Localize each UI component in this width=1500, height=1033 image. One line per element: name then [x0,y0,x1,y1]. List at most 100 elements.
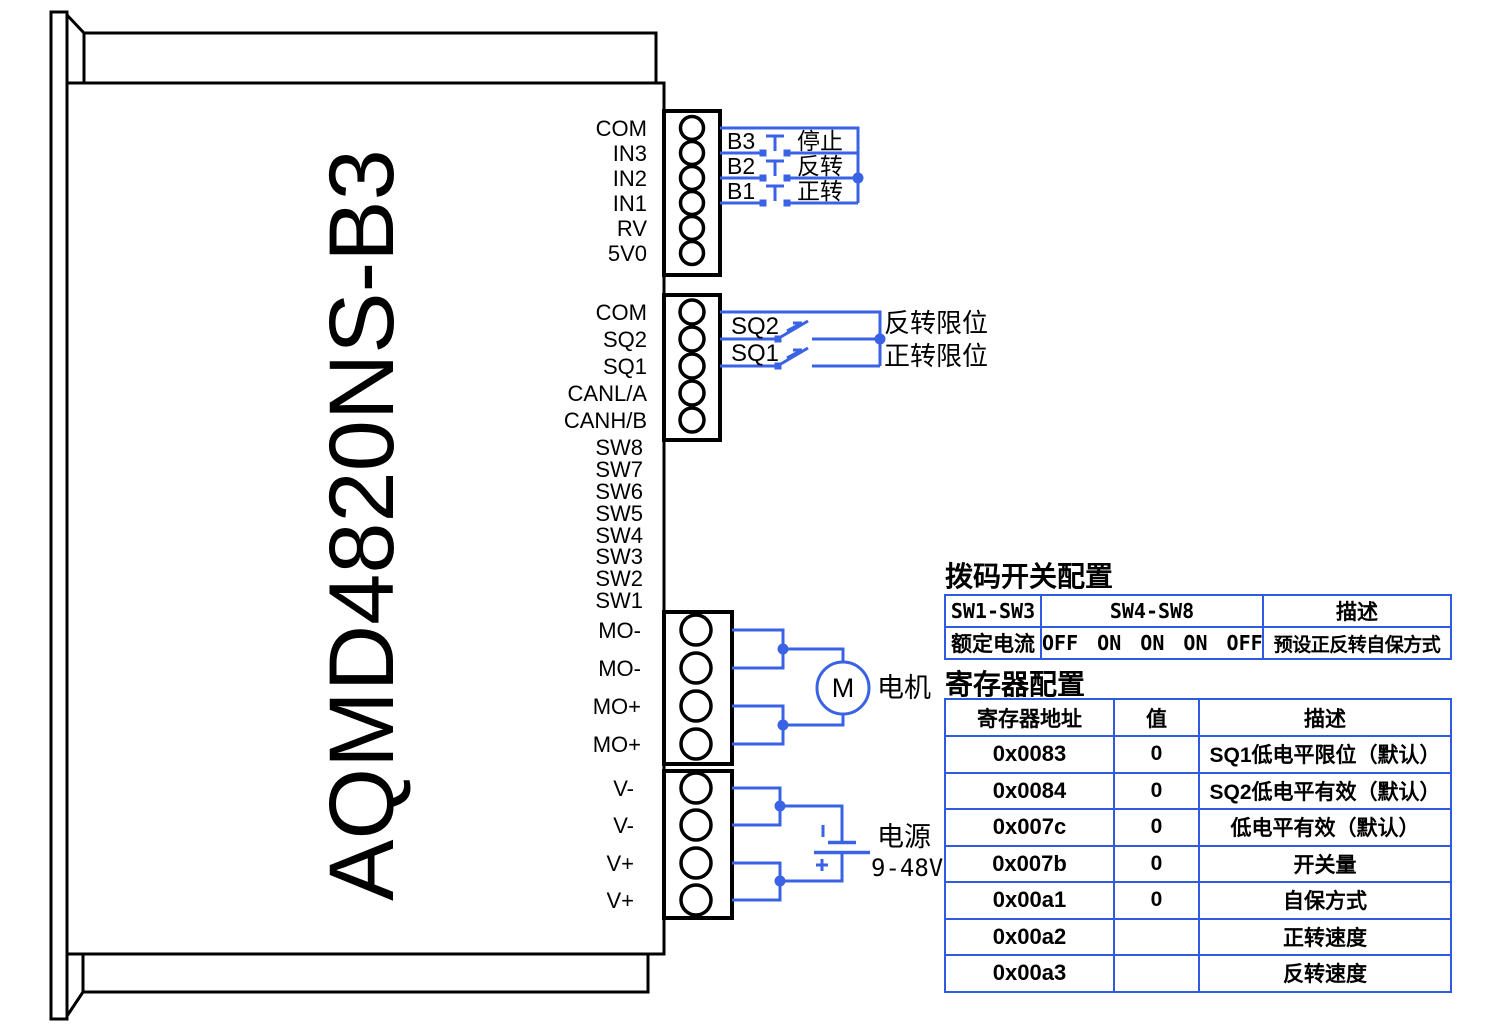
junction-dot [874,333,886,345]
reg-value: 0 [1113,735,1200,774]
junction-dot [774,800,786,812]
switch-function-label: 反转限位 [884,308,988,338]
pin-hole [678,298,706,326]
wire-motor-top [783,647,845,662]
din-flange [49,10,69,1021]
battery-plus-icon [816,859,828,871]
pin-hole [678,189,706,217]
reg-address: 0x007c [944,808,1115,847]
wire-mo-minus [732,628,785,670]
dip-pin-label: SW7 [595,457,643,482]
dip-pin-label: SW5 [595,501,643,526]
pin-label: IN1 [613,191,647,216]
wire-motor-bottom [783,714,845,727]
dip-pin-label: SW1 [595,588,643,613]
dip-pin-label: SW3 [595,544,643,569]
switch-function-label: 正转限位 [884,341,988,371]
motor-icon: M [815,660,871,716]
button-id-label: B2 [727,153,755,179]
dip-pin-label: SW6 [595,479,643,504]
pin-hole [678,352,706,380]
pin-hole [678,114,706,142]
pin-label: COM [596,300,647,325]
pin-label: CANH/B [564,408,647,433]
reg-header-address: 寄存器地址 [944,698,1115,737]
button-action-label: 正转 [797,178,843,204]
limit-switch-sq2-icon [774,319,809,343]
button-id-label: B3 [727,128,755,154]
pin-label: V- [613,776,634,801]
pin-label: IN2 [613,166,647,191]
pin-hole [679,808,713,842]
reg-header-value: 值 [1113,698,1200,737]
top-flange-bevel [65,13,86,35]
pin-label: SQ2 [603,327,647,352]
pin-label: COM [596,116,647,141]
reg-address: 0x00a3 [944,954,1115,993]
top-cap [82,31,658,85]
battery-icon [814,825,870,871]
dip-table-row: 额定电流 OFF ON ON ON OFF 预设正反转自保方式 [944,626,1452,660]
pin-label: V+ [606,851,634,876]
dip-table: SW1-SW3 SW4-SW8 描述 额定电流 OFF ON ON ON OFF… [944,594,1452,660]
wire-v-minus [732,786,782,827]
dip-pin-label: SW2 [595,566,643,591]
pin-label: MO+ [593,694,641,719]
reg-address: 0x0083 [944,735,1115,774]
reg-value: 0 [1113,881,1200,920]
reg-value [1113,917,1200,956]
register-row: 0x00a1 0 自保方式 [944,881,1452,920]
junction-dot [777,643,789,655]
pin-label: MO- [598,656,641,681]
pin-label: MO- [598,618,641,643]
motor-symbol-letter: M [832,673,855,703]
reg-value: 0 [1113,771,1200,810]
dip-table-title: 拨码开关配置 [945,561,1114,592]
wires [720,126,882,902]
dip-pin-label: SW4 [595,523,643,548]
push-button-b2-icon [759,159,791,182]
reg-value [1113,954,1200,993]
pin-hole [678,214,706,242]
dip-table-header-row: SW1-SW3 SW4-SW8 描述 [944,594,1452,628]
bottom-cap [81,952,650,994]
pin-label: V- [613,813,634,838]
main-body [65,81,666,956]
pin-hole [679,689,713,723]
reg-desc: 开关量 [1198,844,1452,883]
register-table-title: 寄存器配置 [945,669,1086,700]
reg-desc: 正转速度 [1198,917,1452,956]
pin-hole [678,239,706,267]
pin-label: 5V0 [608,241,647,266]
register-row: 0x00a3 反转速度 [944,954,1452,993]
pin-label: RV [617,216,647,241]
reg-desc: SQ1低电平限位（默认） [1198,735,1452,774]
pin-hole [679,883,713,917]
switch-id-label: SQ1 [731,340,779,367]
pin-hole [679,727,713,761]
push-button-b3-icon [759,134,791,157]
reg-address: 0x007b [944,844,1115,883]
limit-switch-symbols [774,319,809,370]
dip-header-sw48: SW4-SW8 [1040,594,1264,628]
dip-cell-current: 额定电流 [944,626,1042,660]
dip-header-sw13: SW1-SW3 [944,594,1042,628]
junction-dot [774,875,786,887]
pin-hole [679,613,713,647]
device-outline [49,10,666,1021]
register-row: 0x007c 0 低电平有效（默认） [944,808,1452,847]
junction-dot [777,719,789,731]
wiring-labels: B3 B2 B1 停止 反转 正转 SQ2 SQ1 反转限位 正转限位 电机 电… [727,128,988,882]
pin-hole [678,164,706,192]
register-row: 0x00a2 正转速度 [944,917,1452,956]
reg-address: 0x00a1 [944,881,1115,920]
button-action-label: 停止 [797,128,843,154]
register-row: 0x0083 0 SQ1低电平限位（默认） [944,735,1452,774]
reg-header-desc: 描述 [1198,698,1452,737]
pin-labels: COM IN3 IN2 IN1 RV 5V0 COM SQ2 SQ1 CANL/… [564,116,647,913]
reg-desc: 低电平有效（默认） [1198,808,1452,847]
register-row: 0x0084 0 SQ2低电平有效（默认） [944,771,1452,810]
reg-value: 0 [1113,808,1200,847]
power-label: 电源 [877,822,931,852]
